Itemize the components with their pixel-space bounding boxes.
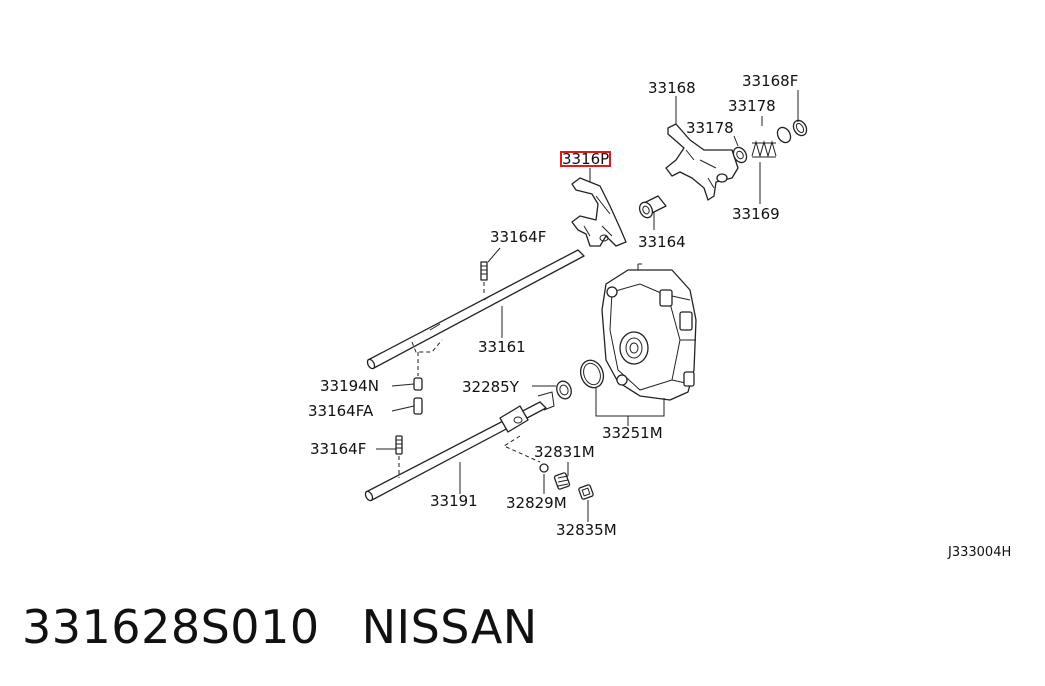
part-number: 331628S010: [22, 600, 320, 654]
label-33164F-upper: 33164F: [490, 228, 546, 246]
spring-33169: [751, 140, 777, 158]
reference-code: J333004H: [947, 545, 1011, 560]
nut-33178: [732, 146, 748, 164]
caption: 331628S010 NISSAN: [22, 600, 538, 654]
leader-lines: [376, 90, 799, 522]
spring-32831M: [553, 472, 571, 490]
label-32835M: 32835M: [556, 521, 617, 539]
label-33178-upper: 33178: [728, 97, 776, 115]
bushing-33164: [638, 195, 667, 219]
label-32285Y: 32285Y: [462, 378, 520, 396]
label-33164: 33164: [638, 233, 686, 251]
label-33251M: 33251M: [602, 424, 663, 442]
label-33168: 33168: [648, 79, 696, 97]
pin-33164FA: [413, 397, 423, 415]
plug-32835M: [578, 484, 594, 500]
label-33164FA: 33164FA: [308, 402, 374, 420]
label-33168F: 33168F: [742, 72, 798, 90]
shift-rod-33191: [364, 391, 555, 502]
housing-33251M: [601, 263, 697, 401]
label-33178-lower: 33178: [686, 119, 734, 137]
shift-fork-33168: [665, 123, 739, 201]
ball-32829M: [539, 463, 549, 473]
label-32831M: 32831M: [534, 443, 595, 461]
highlight-box: [560, 151, 611, 167]
label-33194N: 33194N: [320, 377, 379, 395]
pin-33164F-lower: [395, 435, 403, 478]
washer-33178: [776, 126, 792, 144]
pin-33164F-upper: [480, 261, 488, 296]
detent-33194N: [413, 377, 423, 391]
label-33161: 33161: [478, 338, 526, 356]
shift-fork-33162: [571, 177, 627, 247]
label-33162: 3316P: [562, 150, 609, 168]
label-33169: 33169: [732, 205, 780, 223]
o-ring: [579, 359, 605, 389]
label-32829M: 32829M: [506, 494, 567, 512]
label-33164F-lower: 33164F: [310, 440, 366, 458]
shift-rod-33161: [366, 249, 585, 376]
manufacturer-name: NISSAN: [361, 600, 538, 654]
seal-32285Y: [556, 380, 572, 400]
snap-ring-33168F: [792, 119, 808, 137]
label-33191: 33191: [430, 492, 478, 510]
